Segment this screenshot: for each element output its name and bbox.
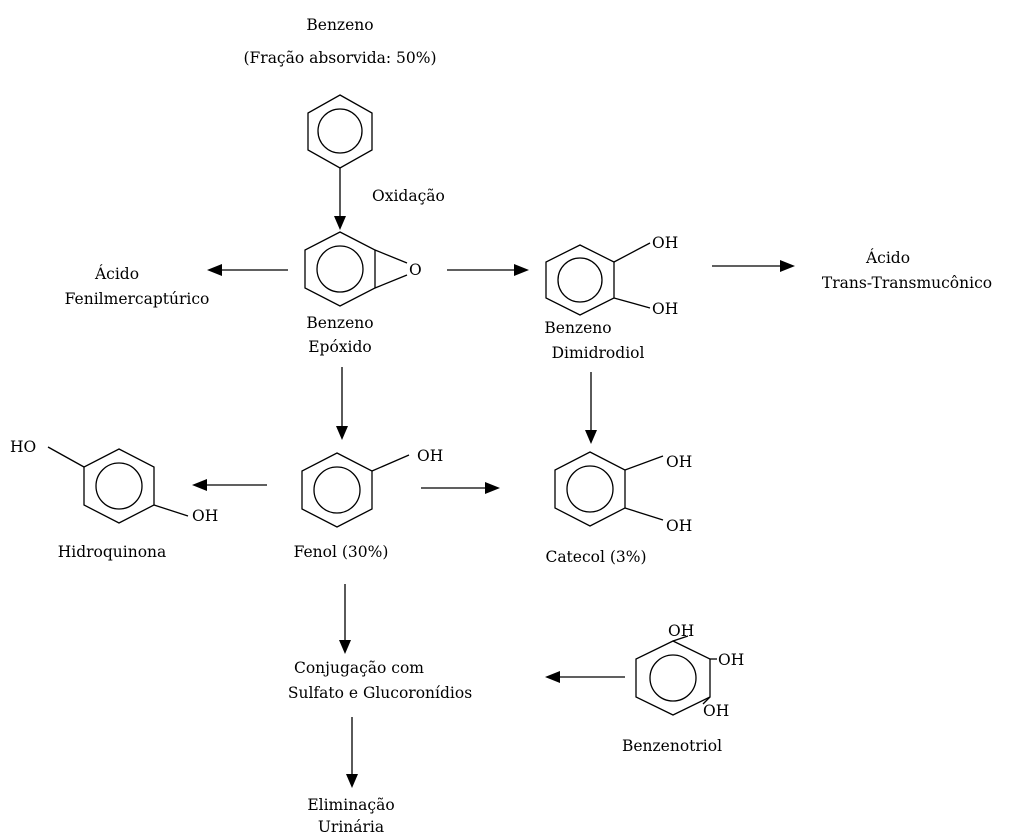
arrow-fenol-to-catecol [421,482,500,494]
eliminacao-label-2: Urinária [318,818,384,836]
oxidacao-label: Oxidação [372,187,445,205]
epoxido-label-2: Epóxido [308,338,372,356]
benzenotriol-molecule: OH OH OH [635,622,744,720]
benzene-dihydrodiol-molecule: OH OH [545,234,678,318]
benzenotriol-label: Benzenotriol [622,737,722,755]
acido-trans-label-1: Ácido [865,249,910,267]
catecol-label: Catecol (3%) [545,548,646,566]
catecol-oh-top: OH [666,453,692,471]
arrow-fenol-to-conjugacao [339,584,351,654]
conjugacao-label-1: Conjugação com [294,659,424,677]
fracao-absorvida: (Fração absorvida: 50%) [243,49,436,67]
arrow-benzenotriol-to-conjugacao [545,671,625,683]
fenol-molecule: OH [301,447,443,528]
diol-label-2: Dimidrodiol [552,344,645,362]
catecol-molecule: OH OH [554,451,692,535]
hidroquinona-ho: HO [10,438,36,456]
conjugacao-label-2: Sulfato e Glucoronídios [288,684,472,702]
acido-trans-label-2: Trans-Transmucônico [822,274,992,292]
arrow-epoxide-to-diol [447,264,529,276]
epoxido-label-1: Benzeno [306,314,373,332]
arrow-conjugacao-to-eliminacao [346,717,358,788]
arrow-diol-to-catecol [585,372,597,444]
acido-fenil-label-2: Fenilmercaptúrico [65,290,210,308]
arrow-benzene-to-epoxide [334,168,346,230]
acido-fenil-label-1: Ácido [94,265,139,283]
hidroquinona-oh: OH [192,507,218,525]
benzenotriol-oh-right: OH [718,651,744,669]
hidroquinona-label: Hidroquinona [58,543,167,561]
catecol-oh-bottom: OH [666,517,692,535]
benzene-epoxide-molecule: O [304,231,422,307]
arrow-diol-to-acido-trans [712,260,795,272]
benzenotriol-oh-bottom: OH [703,702,729,720]
epoxide-oxygen: O [409,261,422,279]
benzene-molecule [307,94,373,169]
diol-oh-bottom: OH [652,300,678,318]
arrow-fenol-to-hidroquinona [192,479,267,491]
eliminacao-label-1: Eliminação [307,796,394,814]
diol-oh-top: OH [652,234,678,252]
fenol-oh: OH [417,447,443,465]
arrow-epoxide-to-fenol [336,367,348,440]
arrow-epoxide-to-acido-fenil [207,264,288,276]
benzeno-title: Benzeno [306,16,373,34]
benzenotriol-oh-top: OH [668,622,694,640]
fenol-label: Fenol (30%) [294,543,389,561]
diol-label-1: Benzeno [544,319,611,337]
hidroquinona-molecule: HO OH [10,438,218,525]
